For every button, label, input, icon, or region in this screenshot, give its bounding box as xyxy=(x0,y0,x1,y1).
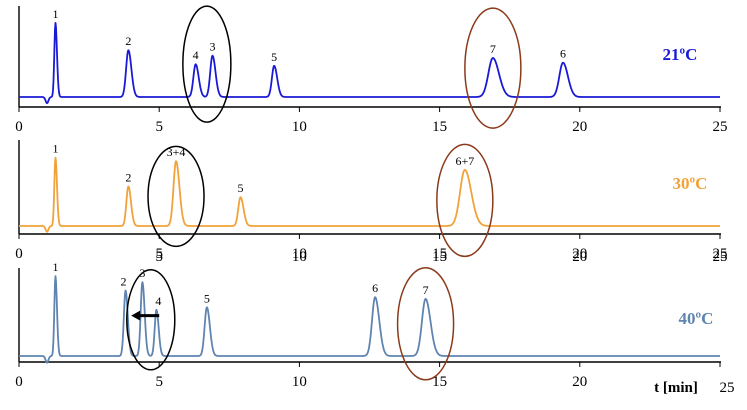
peak-label: 3+4 xyxy=(167,145,186,159)
temperature-label-top: 21ºC xyxy=(663,45,698,64)
highlight-ellipse xyxy=(147,145,205,248)
x-tick-label-middle: 5 xyxy=(155,246,163,262)
peak-label: 4 xyxy=(155,294,161,308)
peak-label: 5 xyxy=(238,181,244,195)
chromatogram-trace-bottom xyxy=(18,275,721,364)
x-tick-label-middle: 15 xyxy=(432,246,447,262)
x-axis-title: t [min] xyxy=(654,380,698,396)
peak-label: 5 xyxy=(204,291,210,305)
peak-label: 6 xyxy=(372,281,378,295)
x-tick-label-middle: 25 xyxy=(713,246,728,262)
chromatogram-trace-top xyxy=(18,22,721,105)
x-tick-label-top: 20 xyxy=(572,119,587,135)
x-tick-label-top: 20 xyxy=(572,249,587,265)
x-tick-label-top: 10 xyxy=(292,119,307,135)
peak-label: 4 xyxy=(193,48,199,62)
x-tick-label-bottom: 25 xyxy=(720,380,735,396)
peak-label: 2 xyxy=(121,274,127,288)
x-tick-label-top: 0 xyxy=(15,119,23,135)
highlight-ellipse xyxy=(182,5,232,123)
x-tick-label-middle: 0 xyxy=(15,246,23,262)
peak-label: 6 xyxy=(560,47,566,61)
peak-label: 7 xyxy=(423,283,429,297)
x-tick-label-top: 15 xyxy=(432,249,447,265)
highlight-ellipse xyxy=(436,143,494,258)
peak-label: 3 xyxy=(209,40,215,54)
highlight-ellipse xyxy=(464,7,522,129)
x-tick-label-bottom: 0 xyxy=(15,374,23,390)
peak-label: 1 xyxy=(52,260,58,274)
x-tick-label-top: 5 xyxy=(155,249,163,265)
x-tick-label-top: 10 xyxy=(292,249,307,265)
chromatogram-trace-middle xyxy=(18,156,721,233)
temperature-label-bottom: 40ºC xyxy=(679,309,714,328)
x-tick-label-top: 25 xyxy=(713,119,728,135)
x-tick-label-bottom: 10 xyxy=(292,374,307,390)
peak-label: 1 xyxy=(52,7,58,21)
x-tick-label-middle: 10 xyxy=(292,246,307,262)
peak-label: 2 xyxy=(125,34,131,48)
peak-label: 7 xyxy=(490,42,496,56)
x-tick-label-top: 25 xyxy=(713,249,728,265)
peak-label: 5 xyxy=(271,50,277,64)
x-tick-label-top: 15 xyxy=(432,119,447,135)
x-tick-label-bottom: 15 xyxy=(432,374,447,390)
peak-label: 2 xyxy=(125,170,131,184)
peak-label: 6+7 xyxy=(455,154,474,168)
shift-arrow-head xyxy=(131,310,141,321)
highlight-ellipse xyxy=(396,267,455,381)
x-tick-label-top: 5 xyxy=(155,119,163,135)
temperature-label-middle: 30ºC xyxy=(673,174,708,193)
x-tick-label-bottom: 5 xyxy=(155,374,163,390)
x-tick-label-bottom: 20 xyxy=(572,374,587,390)
highlight-ellipse xyxy=(126,269,176,371)
x-tick-label-middle: 20 xyxy=(572,246,587,262)
peak-label: 1 xyxy=(52,142,58,156)
